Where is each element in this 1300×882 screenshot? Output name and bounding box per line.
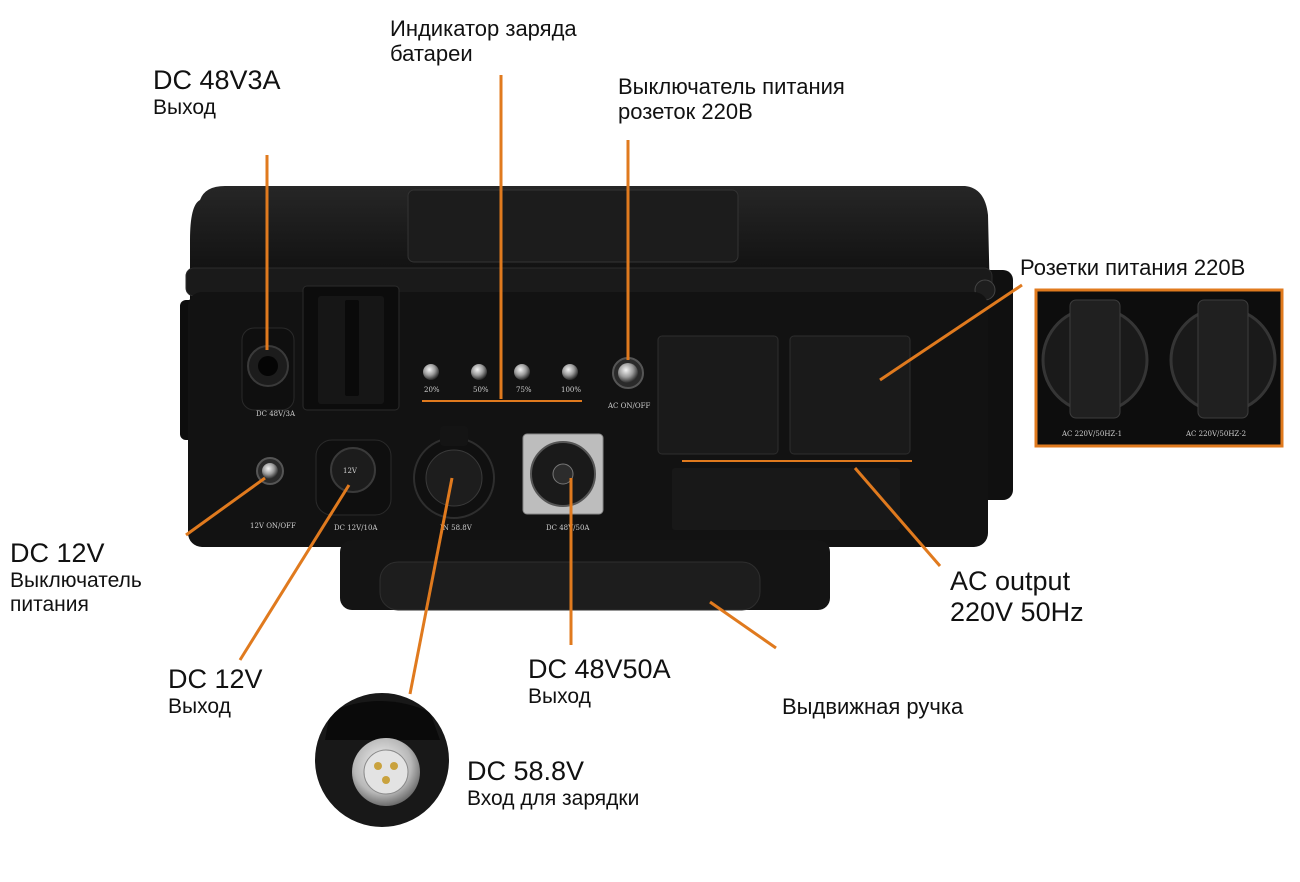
label-dc12v-switch-line2: Выключатель (10, 569, 142, 593)
led-100-text: 100% (561, 386, 581, 394)
dc48v50a-connector: DC 48V/50A (522, 433, 604, 532)
label-battery-line1: Индикатор заряда (390, 16, 577, 41)
fuse-block (302, 285, 400, 411)
label-dc48v50a-sub: Выход (528, 685, 591, 709)
label-battery-line2: батареи (390, 41, 473, 67)
charge-connector-inset (313, 691, 451, 829)
dc12v-socket: 12V DC 12V/10A (315, 439, 392, 532)
ac-switch[interactable]: AC ON/OFF (607, 357, 650, 410)
label-sockets: Розетки питания 220В (1020, 255, 1245, 280)
mark-ac1: AC 220V/50HZ-1 (1061, 430, 1122, 438)
ac-socket-covers (657, 335, 912, 530)
label-dc12v-out-title: DC 12V (168, 664, 263, 694)
label-ac-output: AC output 220V 50Hz (950, 566, 1084, 628)
charge-input-socket: IN 58.8V (413, 426, 495, 532)
label-dc12v-switch-title: DC 12V (10, 538, 105, 568)
ac-sockets-inset: AC 220V/50HZ-1 AC 220V/50HZ-2 (1034, 288, 1284, 448)
mark-dc48-50a: DC 48V/50A (546, 524, 590, 532)
mark-in58: IN 58.8V (440, 524, 473, 532)
label-dc12v-out-sub: Выход (168, 695, 231, 719)
label-sockets-title: Розетки питания 220В (1020, 255, 1246, 280)
led-75-text: 75% (516, 386, 532, 394)
label-ac-output-line2: 220V 50Hz (950, 597, 1084, 628)
label-handle-title: Выдвижная ручка (782, 694, 964, 719)
label-ac-output-line1: AC output (950, 566, 1071, 596)
mark-12v-onoff: 12V ON/OFF (250, 522, 296, 530)
label-dc48v3a-sub: Выход (153, 96, 216, 120)
label-handle: Выдвижная ручка (782, 694, 963, 719)
label-ac-switch-line1: Выключатель питания (618, 74, 845, 99)
label-ac-switch: Выключатель питания розеток 220В (618, 74, 845, 125)
mark-ac-onoff: AC ON/OFF (607, 402, 650, 410)
label-ac-switch-line2: розеток 220В (618, 99, 753, 125)
label-dc58v-title: DC 58.8V (467, 756, 585, 786)
label-dc48v3a-title: DC 48V3A (153, 65, 281, 95)
label-dc48v3a: DC 48V3A Выход (153, 65, 281, 120)
label-dc12v-out: DC 12V Выход (168, 664, 263, 719)
label-dc12v-switch: DC 12V Выключатель питания (10, 538, 142, 617)
led-50-text: 50% (473, 386, 489, 394)
mark-12v: 12V (343, 467, 358, 475)
label-dc58v: DC 58.8V Вход для зарядки (467, 756, 639, 811)
led-20-text: 20% (424, 386, 440, 394)
label-dc48v50a-title: DC 48V50A (528, 654, 671, 684)
label-dc12v-switch-line3: питания (10, 593, 89, 617)
leader-lines (185, 75, 1023, 695)
mark-dc48-3a: DC 48V/3A (256, 410, 296, 418)
label-battery-indicator: Индикатор заряда батареи (390, 16, 577, 67)
label-dc58v-sub: Вход для зарядки (467, 787, 640, 811)
battery-indicator-leds: 20% 50% 75% 100% (422, 364, 582, 402)
dc48v3a-socket: DC 48V/3A (241, 327, 296, 418)
mark-ac2: AC 220V/50HZ-2 (1185, 430, 1246, 438)
mark-dc12-10a: DC 12V/10A (334, 524, 378, 532)
label-dc48v50a: DC 48V50A Выход (528, 654, 671, 709)
